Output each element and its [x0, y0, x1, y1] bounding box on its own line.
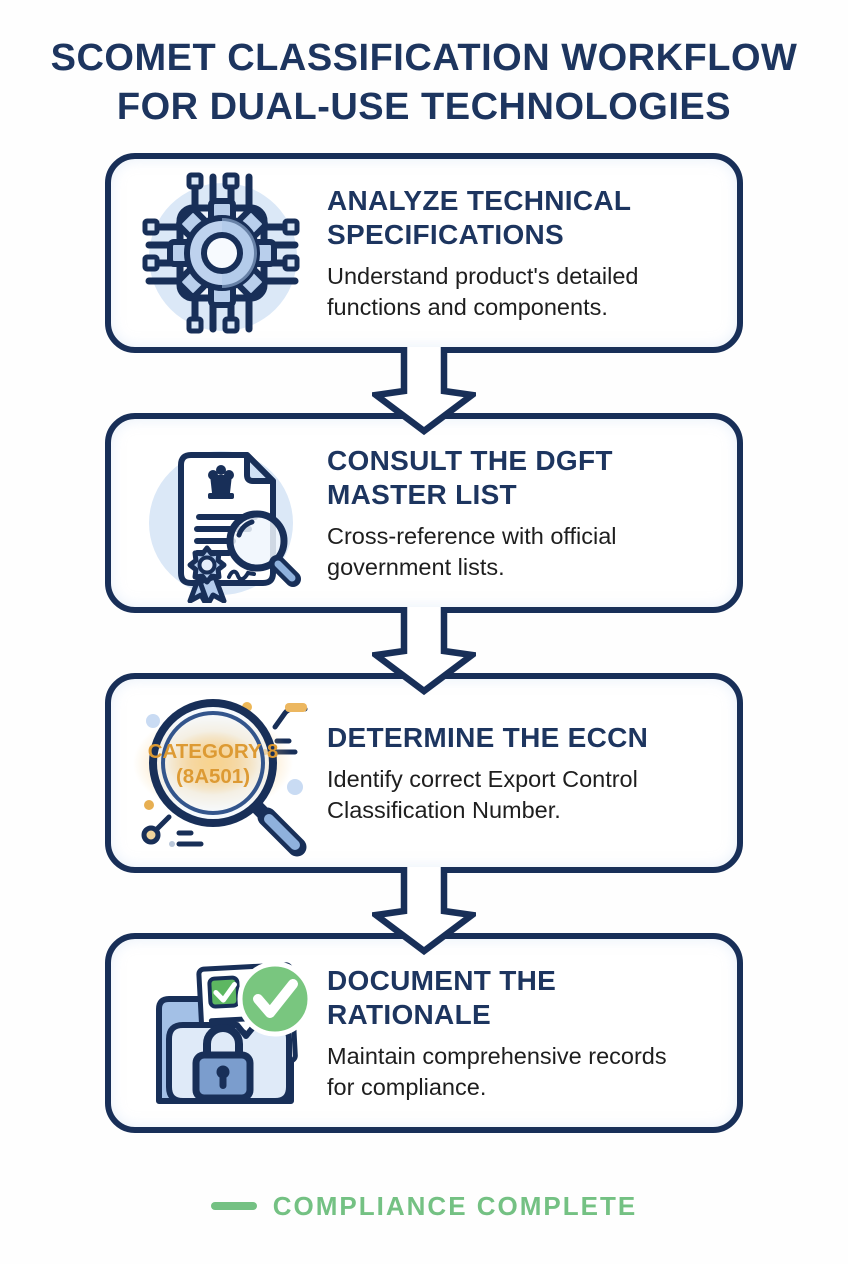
step-description: Identify correct Export Control Classifi…	[327, 766, 638, 823]
step-card-analyze-specs: ANALYZE TECHNICAL SPECIFICATIONS Underst…	[105, 153, 743, 353]
emblem-glyph	[208, 465, 234, 499]
step-description: Understand product's detailed functions …	[327, 263, 639, 320]
check-badge	[237, 961, 313, 1037]
step-heading: DOCUMENT THE RATIONALE	[327, 964, 557, 1030]
magnifier-category-icon: CATEGORY 8 (8A501)	[123, 683, 319, 863]
padlock-glyph	[192, 1024, 254, 1102]
step-card-consult-dgft: CONSULT THE DGFT MASTER LIST Cross-refer…	[105, 413, 743, 613]
step-card-determine-eccn: CATEGORY 8 (8A501) DETERMINE THE ECCN Id…	[105, 673, 743, 873]
magnifier-glyph	[226, 510, 301, 587]
down-arrow-connector-1	[372, 347, 476, 436]
step-heading: ANALYZE TECHNICAL SPECIFICATIONS	[327, 184, 632, 250]
step-card-document-rationale: DOCUMENT THE RATIONALE Maintain comprehe…	[105, 933, 743, 1133]
step-description: Cross-reference with official government…	[327, 523, 617, 580]
folder-lock-check-icon	[123, 943, 319, 1123]
step-heading: CONSULT THE DGFT MASTER LIST	[327, 444, 613, 510]
down-arrow-connector-3	[372, 867, 476, 956]
signature-squiggle	[227, 569, 256, 582]
page-title: SCOMET CLASSIFICATION WORKFLOW FOR DUAL-…	[50, 37, 798, 129]
footer-dash-icon	[210, 1202, 257, 1210]
down-arrow-connector-2	[372, 607, 476, 696]
footer-label: COMPLIANCE COMPLETE	[272, 1190, 638, 1221]
rosette-seal	[187, 545, 227, 603]
document-seal-magnifier-icon	[123, 423, 319, 603]
step-heading: DETERMINE THE ECCN	[327, 721, 649, 753]
step-description: Maintain comprehensive records for compl…	[327, 1043, 667, 1100]
footer: COMPLIANCE COMPLETE	[0, 1186, 848, 1226]
category-badge-line2: (8A501)	[176, 765, 250, 788]
category-badge-line1: CATEGORY 8	[148, 740, 279, 763]
chip-gear-icon	[123, 163, 319, 343]
